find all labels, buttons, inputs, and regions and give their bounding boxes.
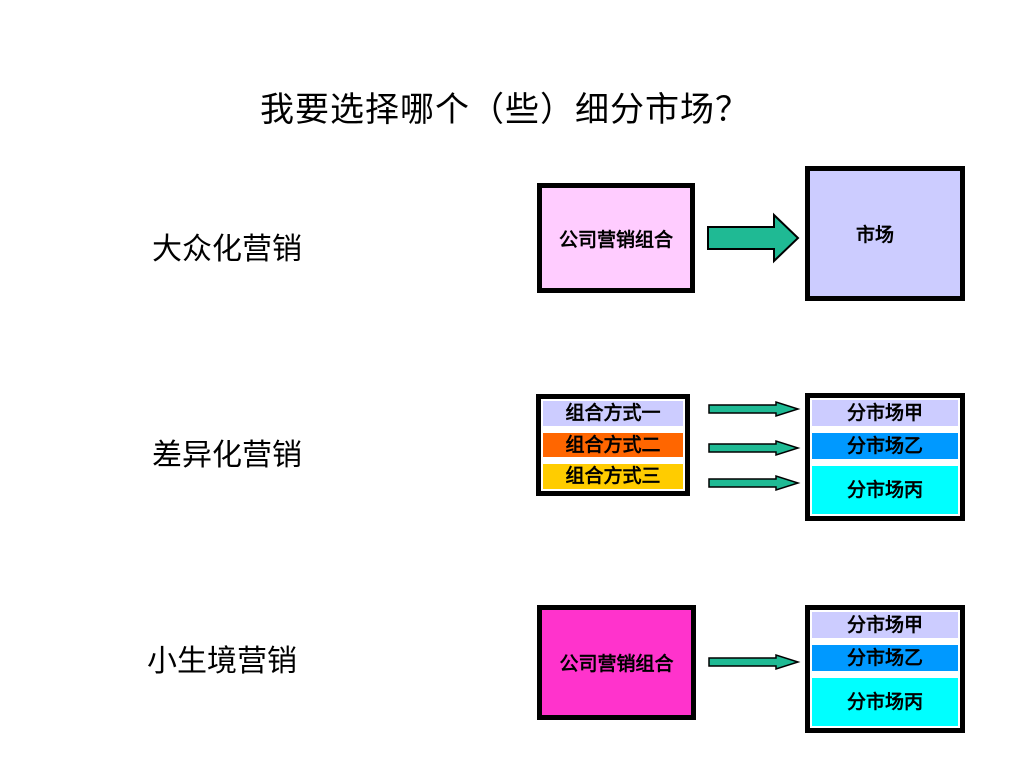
strategy-label-mass: 大众化营销 bbox=[152, 232, 302, 267]
arrow-icon bbox=[708, 400, 801, 418]
big-arrow-icon bbox=[707, 212, 800, 264]
company-mix-box: 公司营销组合 bbox=[537, 183, 695, 293]
segment-row: 分市场甲 bbox=[810, 610, 960, 640]
mix-row: 组合方式一 bbox=[541, 399, 685, 428]
segment-row: 分市场乙 bbox=[810, 431, 960, 461]
segment-row: 分市场甲 bbox=[810, 398, 960, 428]
strategy-label-niche: 小生境营销 bbox=[147, 644, 297, 679]
company-mix-label: 公司营销组合 bbox=[558, 228, 673, 251]
company-mix-label: 公司营销组合 bbox=[559, 653, 674, 675]
arrow-icon bbox=[708, 439, 801, 457]
segment-stack: 分市场甲 分市场乙 分市场丙 bbox=[805, 393, 965, 521]
segment-stack: 分市场甲 分市场乙 分市场丙 bbox=[805, 605, 965, 733]
arrow-icon bbox=[708, 653, 801, 671]
segment-row: 分市场乙 bbox=[810, 643, 960, 673]
mix-row: 组合方式二 bbox=[541, 430, 685, 460]
company-mix-box: 公司营销组合 bbox=[537, 605, 696, 720]
page-title: 我要选择哪个（些）细分市场？ bbox=[260, 90, 750, 130]
arrow-icon bbox=[708, 474, 801, 492]
market-label: 市场 bbox=[855, 224, 894, 246]
mix-stack: 组合方式一 组合方式二 组合方式三 bbox=[536, 394, 690, 496]
segment-row: 分市场丙 bbox=[810, 464, 960, 516]
strategy-label-differentiated: 差异化营销 bbox=[152, 438, 302, 473]
mix-row: 组合方式三 bbox=[541, 462, 685, 492]
market-box: 市场 bbox=[805, 166, 965, 301]
segment-row: 分市场丙 bbox=[810, 676, 960, 728]
